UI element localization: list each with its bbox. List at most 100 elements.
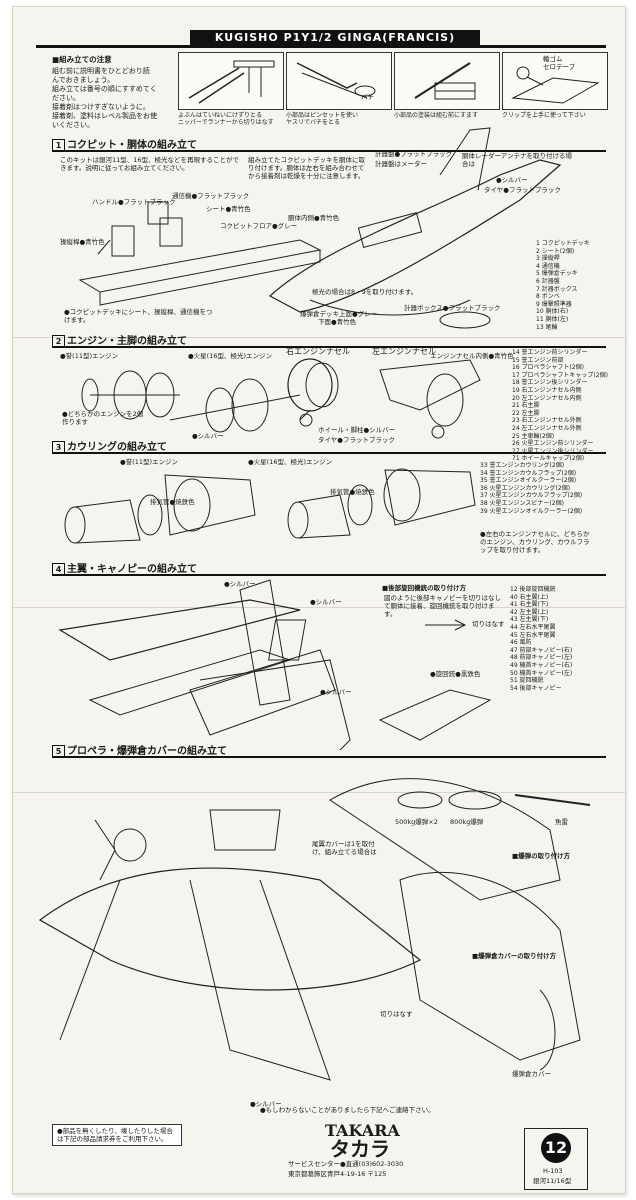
- legend-item: 15 誉エンジン前部: [512, 356, 564, 364]
- callout: エンジンナセル内側●青竹色: [430, 352, 514, 360]
- legend-item: 7 計器ボックス: [536, 285, 578, 293]
- callout: ホイール・脚柱●シルバー: [318, 426, 396, 434]
- callout: ●シルバー: [224, 580, 256, 588]
- callout: 500kg爆弾×2: [395, 818, 438, 826]
- notes-line: 接着剤、塗料はレベル製品をお使: [52, 112, 157, 120]
- callout: 図のように後部キャノピーを切りはなして胴体に接着、旋回機銃を取り付けます。: [384, 594, 501, 618]
- callout: ●どちらかのエンジンを2個作ります: [62, 410, 144, 426]
- tip-panel-painting: [394, 52, 500, 110]
- legend-item: 44 左右水平尾翼: [510, 623, 556, 631]
- callout: 下面●青竹色: [318, 318, 357, 326]
- legend-item: 54 後部キャノピー: [510, 684, 562, 692]
- model-name: 銀河11/16型: [533, 1177, 572, 1185]
- callout: 尾翼カバーは1を取付け、組み立てる場合は: [312, 840, 377, 856]
- callout: ●旋回銃●黒鉄色: [430, 670, 481, 678]
- section-rule: [52, 574, 606, 576]
- callout: 計器盤●フラットブラック: [375, 150, 453, 158]
- section-title: プロペラ・爆弾倉カバーの組み立て: [67, 746, 227, 757]
- notes-heading: ■組み立ての注意: [52, 55, 112, 64]
- parts-legend-1: 1 コクピットデッキ 2 シート(2個) 3 操縦桿 4 通信機 5 爆弾倉デッ…: [536, 240, 590, 331]
- legend-item: 51 旋回機銃: [510, 677, 544, 685]
- legend-item: 10 胴体(右): [536, 308, 569, 316]
- legend-item: 25 主車輪(2個): [512, 432, 555, 440]
- notes-line: 組み立ては番号の順にすすめてく: [52, 85, 157, 93]
- legend-item: 43 左主翼(下): [510, 616, 549, 624]
- legend-item: 13 尾輪: [536, 323, 558, 331]
- legend-item: 49 機首キャノピー(右): [510, 661, 573, 669]
- legend-item: 12 後部旋回機銃: [510, 586, 556, 593]
- callout: ■爆弾倉カバーの取り付け方: [472, 952, 557, 960]
- legend-item: 24 左エンジンナセル外側: [512, 424, 582, 432]
- section-rule: [52, 346, 606, 348]
- brand-logo-jp: タカラ: [330, 1137, 390, 1161]
- nippers-illustration: [188, 60, 275, 104]
- callout: 爆弾倉デッキ上面●グレー: [300, 310, 378, 318]
- callout: 切りはなす: [472, 620, 505, 628]
- callout: 切りはなす: [380, 1010, 413, 1018]
- brand-logo-en: TAKARA: [325, 1121, 400, 1140]
- parts-legend-2: 14 誉エンジン前シリンダー 15 誉エンジン前部 16 プロペラシャフト(2個…: [512, 349, 608, 463]
- legend-item: 26 火星エンジン前シリンダー: [512, 440, 594, 448]
- tip-panel-filing: バチ: [286, 52, 392, 110]
- legend-item: 39 火星エンジンオイルクーラー(2個): [480, 507, 583, 515]
- legend-item: 17 プロペラシャフトキャップ(2個): [512, 371, 608, 379]
- callout: 排気管●焼鉄色: [330, 488, 375, 496]
- section-title: カウリングの組み立て: [67, 442, 167, 453]
- callout: ●誉(11型)エンジン: [120, 458, 179, 466]
- legend-item: 23 右エンジンナセル外側: [512, 417, 582, 425]
- legend-item: 46 風防: [510, 639, 532, 647]
- legend-item: 47 前部キャノピー(右): [510, 646, 573, 654]
- legend-item: 71 ホイールキャップ(2個): [512, 455, 585, 463]
- title-rule: [36, 45, 606, 48]
- clip-illustration: [511, 66, 600, 104]
- parts-request-note: ●部品を無くしたり、壊したりした場合は下記の部品請求券をご利用下さい。: [52, 1124, 182, 1146]
- legend-item: 19 右エンジンナセル内側: [512, 386, 582, 394]
- callout: ●シルバー: [192, 432, 224, 440]
- callout: 計器盤はメーター: [375, 160, 427, 168]
- callout: 操縦桿●青竹色: [60, 238, 105, 246]
- legend-item: 20 左エンジンナセル内側: [512, 394, 582, 402]
- callout: ●シルバー: [310, 598, 342, 606]
- legend-item: 45 左右水平尾翼: [510, 631, 556, 639]
- section-title: エンジン・主脚の組み立て: [67, 336, 187, 347]
- legend-item: 40 右主翼(上): [510, 593, 549, 601]
- legend-item: 27 火星エンジン後シリンダー: [512, 448, 608, 456]
- callout: 極光の場合は8・9を取り付けます。: [312, 288, 418, 296]
- legend-item: 33 誉エンジンカウリング(2個): [480, 462, 565, 469]
- legend-item: 48 前部キャノピー(左): [510, 654, 573, 662]
- clip-label: 輪ゴム セロテープ: [543, 55, 576, 71]
- sheet-number: 12: [541, 1133, 571, 1163]
- section-1-intro: このキットは銀河11型、16型、極光などを再現することができます。説明に従ってお…: [60, 156, 240, 172]
- legend-item: 16 プロペラシャフト(2個): [512, 364, 584, 372]
- legend-item: 3 操縦桿: [536, 255, 560, 263]
- callout: 胴体内側●青竹色: [288, 214, 340, 222]
- callout: 800kg爆弾: [450, 818, 484, 826]
- section-rule: [52, 452, 606, 454]
- legend-item: 11 胴体(左): [536, 315, 569, 323]
- instruction-sheet: [12, 6, 626, 1194]
- legend-item: 9 爆撃照準器: [536, 300, 572, 308]
- sheet-badge: 12 H-103 銀河11/16型: [524, 1128, 588, 1190]
- legend-item: 14 誉エンジン前シリンダー: [512, 349, 588, 356]
- callout: ■爆弾の取り付け方: [512, 852, 571, 860]
- parts-legend-3: 33 誉エンジンカウリング(2個) 34 誉エンジンカウルフラップ(2個) 35…: [480, 462, 582, 515]
- legend-item: 2 シート(2個): [536, 247, 575, 255]
- legend-item: 37 火星エンジンカウルフラップ(2個): [480, 492, 583, 500]
- notes-line: ださい。: [52, 94, 80, 102]
- callout: ●シルバー: [250, 1100, 282, 1108]
- tip-caption-cutting: よぶんはていねいにけずりとる ニッパーでランナーから切りはなす: [178, 112, 274, 126]
- section-title: 主翼・キャノピーの組み立て: [67, 564, 197, 575]
- callout: タイヤ●フラットブラック: [484, 186, 561, 194]
- tip-panel-cutting: [178, 52, 284, 110]
- section-title: コクピット・胴体の組み立て: [67, 140, 197, 151]
- legend-item: 42 左主翼(上): [510, 608, 549, 616]
- callout: 通信機●フラットブラック: [172, 192, 250, 200]
- tip-caption-filing: 小部品はピンセットを使い ヤスリでバチをとる: [286, 112, 359, 126]
- notes-line: いください。: [52, 121, 94, 129]
- callout: シート●青竹色: [206, 205, 251, 213]
- notes-line: 接着剤はつけすぎないように。: [52, 103, 150, 111]
- tip-caption-clip: クリップを上手に使って下さい: [502, 112, 586, 119]
- legend-item: 50 機首キャノピー(左): [510, 669, 573, 677]
